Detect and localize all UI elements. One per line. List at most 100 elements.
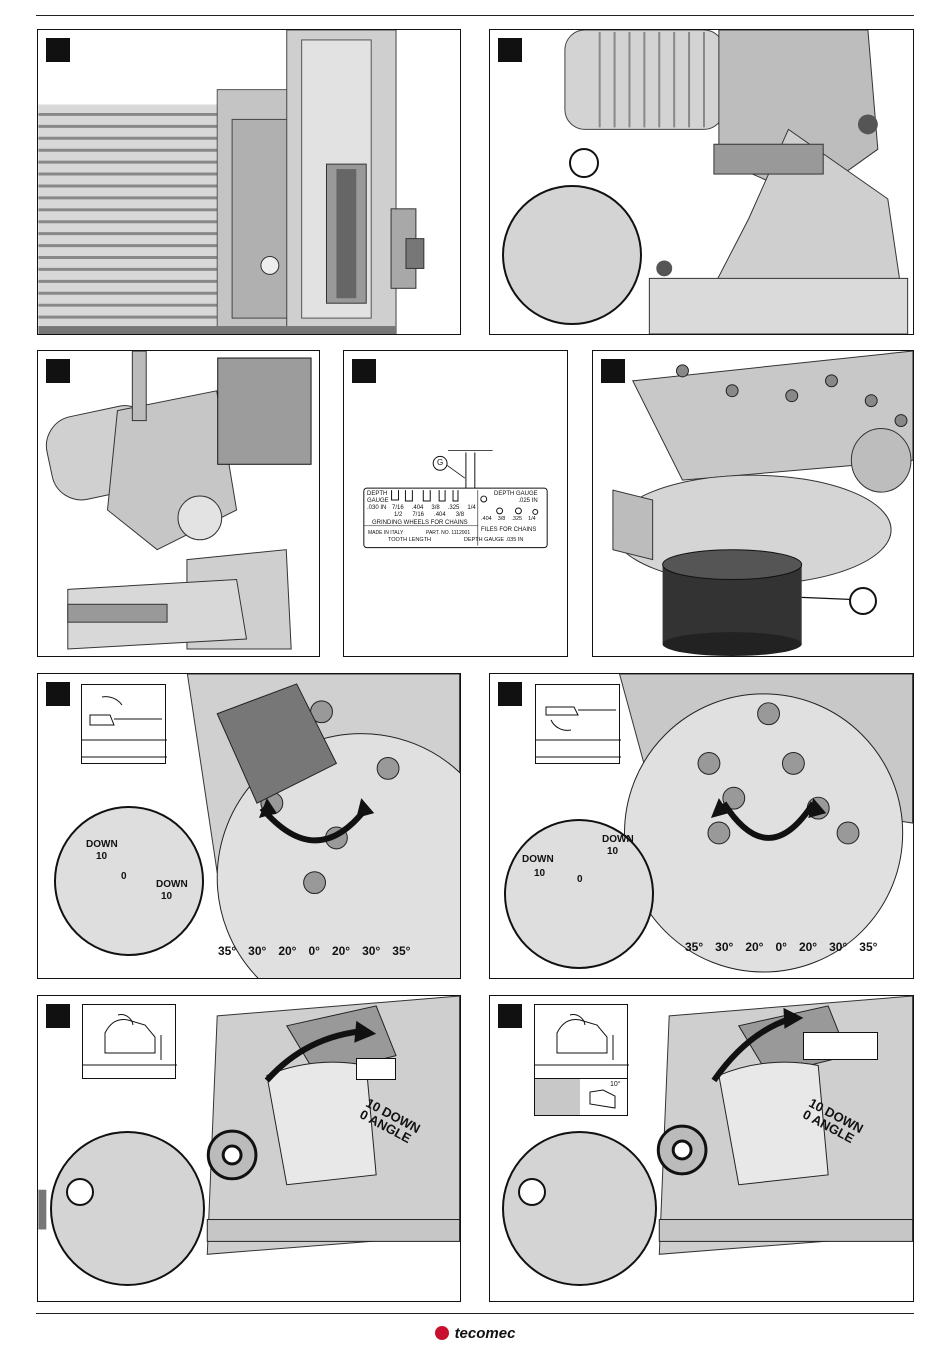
plate-row1: 7/16 .404 3/8 .325 1/4 bbox=[392, 505, 476, 511]
angle-plate-left-illustration bbox=[186, 674, 460, 978]
degree-tick: 20° bbox=[278, 944, 297, 958]
scale-ten-left: 10 bbox=[96, 851, 108, 862]
degree-tick: 35° bbox=[392, 944, 411, 958]
degree-tick: 20° bbox=[798, 940, 818, 954]
motor-grinding-wheel-illustration bbox=[38, 30, 425, 334]
degree-tick: 35° bbox=[859, 940, 878, 954]
down-angle-right-illustration bbox=[656, 996, 913, 1255]
chain-link-icon bbox=[589, 1089, 616, 1109]
chain-reference-box bbox=[534, 1004, 629, 1079]
scale-down-left: DOWN bbox=[86, 839, 118, 850]
scale-ten-left: 10 bbox=[534, 868, 546, 879]
chain-reference-box bbox=[82, 1004, 177, 1079]
angle-scale-zoom-circle bbox=[54, 806, 204, 956]
plate-row2: 1/2 7/16 .404 3/8 bbox=[394, 512, 464, 518]
step-number-box bbox=[46, 1004, 70, 1028]
depth-gauge-plate-diagram bbox=[363, 450, 548, 549]
brand-logo-icon bbox=[434, 1326, 449, 1340]
degree-tick: 20° bbox=[331, 944, 351, 958]
plate-depth-gauge-left: DEPTH GAUGE .030 IN bbox=[367, 491, 389, 511]
down-angle-inset-box: 10° bbox=[534, 1078, 628, 1116]
plate-row1-value: 1/4 bbox=[467, 505, 476, 511]
degree-tick: 20° bbox=[745, 940, 764, 954]
step-number-box bbox=[352, 359, 376, 383]
plate-files-value: .404 bbox=[481, 516, 492, 522]
degree-ticks: 35° 30° 20° 0° 20° 30° 35° bbox=[685, 940, 877, 954]
callout-label-circle bbox=[849, 587, 877, 615]
pointer-label-box bbox=[803, 1032, 878, 1060]
scale-zero: 0 bbox=[577, 874, 583, 885]
plate-row2-value: 1/2 bbox=[394, 512, 403, 518]
callout-label-circle bbox=[518, 1178, 546, 1206]
plate-row2-value: .404 bbox=[434, 512, 446, 518]
figure-panel-1 bbox=[37, 29, 461, 335]
figure-panel-9: 10° 10 DOWN 0 ANGLE bbox=[489, 995, 914, 1302]
degree-tick: 0° bbox=[775, 940, 787, 954]
figure-panel-7: DOWN 10 0 DOWN 10 35° 30° 20° 0° 20° 30°… bbox=[489, 673, 914, 979]
step-number-box bbox=[46, 359, 70, 383]
detail-inset-circle bbox=[502, 185, 642, 325]
figure-panel-3 bbox=[37, 350, 320, 657]
plate-depth-gauge-right: DEPTH GAUGE .025 IN bbox=[494, 491, 538, 504]
scale-down-right: DOWN bbox=[156, 879, 188, 890]
callout-label-circle bbox=[66, 1178, 94, 1206]
degree-tick: 0° bbox=[308, 944, 320, 958]
plate-row2-value: 3/8 bbox=[455, 512, 465, 518]
plate-grinding-text: GRINDING WHEELS FOR CHAINS bbox=[372, 520, 468, 526]
knob-zoom-circle bbox=[50, 1131, 205, 1286]
step-number-box bbox=[498, 1004, 522, 1028]
angle-reference-box bbox=[81, 684, 167, 764]
plate-files-text: FILES FOR CHAINS bbox=[481, 527, 537, 533]
plate-files-value: .325 bbox=[511, 516, 523, 522]
degree-tick: 35° bbox=[218, 944, 237, 958]
angle-reference-box bbox=[535, 684, 621, 764]
angle-sketch-icon bbox=[82, 696, 167, 758]
plate-made-text: MADE IN ITALY bbox=[368, 530, 404, 536]
plate-depth-bottom: DEPTH GAUGE .035 IN bbox=[464, 537, 524, 543]
step-number-box bbox=[498, 682, 522, 706]
chain-tooth-sketch-icon bbox=[83, 1014, 177, 1066]
brand-name: tecomec bbox=[454, 1324, 516, 1342]
callout-label-circle bbox=[569, 148, 599, 178]
sharpener-tilted-illustration bbox=[45, 351, 312, 650]
top-rule bbox=[36, 15, 914, 16]
scale-down-left: DOWN bbox=[522, 854, 554, 865]
footer-brand: tecomec bbox=[0, 1318, 950, 1348]
plate-row1-value: 3/8 bbox=[431, 505, 440, 511]
figure-panel-5 bbox=[592, 350, 914, 657]
step-number-box bbox=[498, 38, 522, 62]
scale-ten-right: 10 bbox=[607, 846, 619, 857]
figure-panel-4: G DEPTH GAUGE .030 IN 7/16 .404 3/8 .325… bbox=[343, 350, 568, 657]
step-number-box bbox=[46, 682, 70, 706]
figure-panel-2 bbox=[489, 29, 914, 335]
plate-part-text: PART. NO. 1112001 bbox=[426, 530, 471, 536]
step-number-box bbox=[46, 38, 70, 62]
figure-panel-6: DOWN 10 0 DOWN 10 35° 30° 20° 0° 20° 30°… bbox=[37, 673, 461, 979]
sharpener-overview-illustration bbox=[564, 30, 909, 334]
knob-zoom-circle bbox=[502, 1131, 657, 1286]
degree-tick: 30° bbox=[829, 940, 848, 954]
plate-files-value: 3/8 bbox=[497, 516, 506, 522]
plate-files-value: 1/4 bbox=[528, 516, 536, 522]
scale-ten-right: 10 bbox=[161, 891, 173, 902]
degree-tick: 35° bbox=[685, 940, 704, 954]
angle-scale-zoom-circle bbox=[504, 819, 654, 969]
pointer-label-box bbox=[356, 1058, 396, 1080]
plate-row1-value: .325 bbox=[447, 505, 460, 511]
degree-ticks: 35° 30° 20° 0° 20° 30° 35° bbox=[218, 944, 410, 958]
label-g: G bbox=[437, 458, 444, 467]
degree-tick: 30° bbox=[362, 944, 381, 958]
angle-sketch-icon bbox=[536, 706, 621, 758]
plate-tooth-text: TOOTH LENGTH bbox=[388, 537, 431, 543]
bottom-rule bbox=[36, 1313, 914, 1314]
inset-grey-area bbox=[535, 1079, 580, 1115]
plate-row2-value: 7/16 bbox=[412, 512, 425, 518]
scale-down-right: DOWN bbox=[602, 834, 634, 845]
chain-tooth-sketch-icon bbox=[535, 1014, 629, 1066]
degree-tick: 30° bbox=[248, 944, 267, 958]
scale-zero: 0 bbox=[121, 871, 127, 882]
angle-plate-right-illustration bbox=[619, 674, 913, 973]
figure-panel-8: 10 DOWN 0 ANGLE bbox=[37, 995, 461, 1302]
plate-row1-value: .404 bbox=[411, 505, 424, 511]
inset-angle-label: 10° bbox=[610, 1081, 621, 1088]
